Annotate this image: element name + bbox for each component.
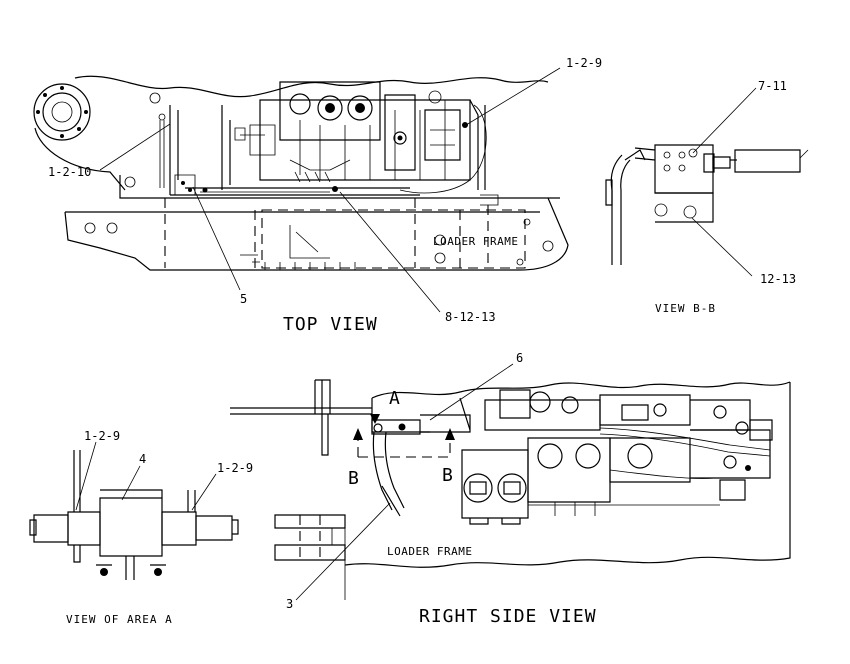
callout-6: 6 bbox=[516, 351, 523, 365]
section-letter-a: A bbox=[389, 388, 400, 409]
callout-8-12-13: 8-12-13 bbox=[445, 310, 496, 324]
right-side-view-labels: A B B 6 3 LOADER FRAME RIGHT SIDE VIEW bbox=[286, 351, 597, 627]
leader-1-2-9-area-a-right bbox=[191, 473, 217, 511]
callout-1-2-9-top: 1-2-9 bbox=[566, 56, 602, 70]
leader-6 bbox=[429, 363, 514, 421]
leader-1-2-9-top bbox=[465, 67, 561, 126]
view-bb-labels: 7-11 12-13 VIEW B-B bbox=[655, 79, 796, 315]
callout-3: 3 bbox=[286, 597, 293, 611]
leader-8-12-13 bbox=[339, 191, 441, 313]
leader-5 bbox=[192, 186, 241, 291]
loader-frame-label-top: LOADER FRAME bbox=[433, 235, 518, 248]
view-area-a-drawing bbox=[29, 450, 239, 580]
top-view-drawing bbox=[33, 75, 569, 271]
callout-4: 4 bbox=[139, 452, 146, 466]
leader-3 bbox=[295, 502, 391, 601]
callout-5: 5 bbox=[240, 292, 247, 306]
right-side-view-title: RIGHT SIDE VIEW bbox=[419, 606, 597, 627]
section-letter-b-right: B bbox=[442, 465, 453, 486]
view-bb-title: VIEW B-B bbox=[655, 302, 716, 315]
right-side-view-drawing bbox=[230, 379, 791, 600]
callout-7-11: 7-11 bbox=[758, 79, 787, 93]
leader-7-11 bbox=[692, 87, 757, 154]
leader-1-2-10 bbox=[99, 123, 171, 171]
leader-12-13 bbox=[691, 217, 753, 277]
top-view-labels: LOADER FRAME TOP VIEW 1-2-9 1-2-10 5 8-1… bbox=[48, 56, 602, 335]
callout-12-13: 12-13 bbox=[760, 272, 796, 286]
callout-1-2-9-area-a-left: 1-2-9 bbox=[84, 429, 120, 443]
view-area-a-labels: 1-2-9 4 1-2-9 VIEW OF AREA A bbox=[66, 429, 253, 626]
callout-1-2-9-area-a-right: 1-2-9 bbox=[217, 461, 253, 475]
leader-4 bbox=[121, 465, 141, 501]
view-bb-drawing bbox=[605, 144, 809, 265]
view-area-a-title: VIEW OF AREA A bbox=[66, 613, 173, 626]
top-view-title: TOP VIEW bbox=[283, 314, 378, 335]
callout-1-2-10: 1-2-10 bbox=[48, 165, 91, 179]
leader-1-2-9-area-a-left bbox=[75, 441, 97, 511]
section-letter-b-left: B bbox=[348, 468, 359, 489]
loader-frame-label-side: LOADER FRAME bbox=[387, 545, 472, 558]
